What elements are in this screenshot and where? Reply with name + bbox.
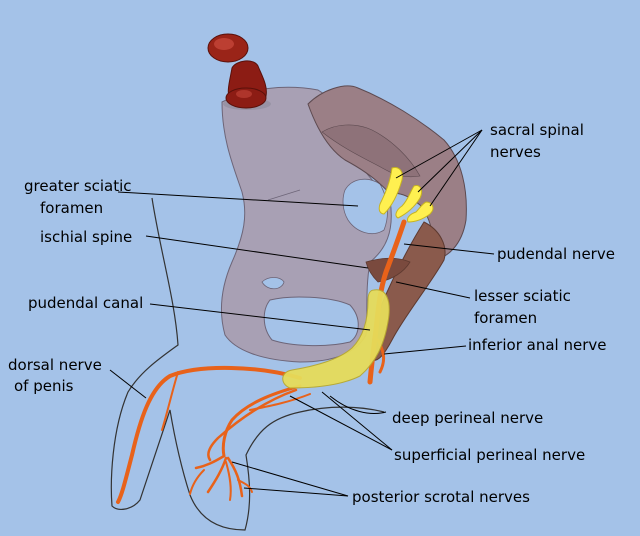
acetabulum-notch xyxy=(261,277,285,290)
scrotal-branch-1 xyxy=(194,454,226,470)
pudendal-canal-sheath xyxy=(282,289,390,389)
body-outline xyxy=(110,197,385,531)
leader-superficial-1 xyxy=(321,391,393,451)
label-dorsal-nerve-of-penis: dorsal nerve of penis xyxy=(8,356,107,395)
leader-lines xyxy=(109,129,495,497)
ischial-spine-line xyxy=(267,189,301,201)
deep-perineal-branch xyxy=(249,393,311,411)
leader-greater-sciatic xyxy=(117,191,359,207)
scrotal-branch-6 xyxy=(237,479,253,493)
pushpin-icon xyxy=(207,33,271,110)
label-inferior-anal-nerve: inferior anal nerve xyxy=(468,336,606,354)
leader-inferior-anal xyxy=(383,345,467,355)
leader-scrotal-1 xyxy=(231,461,349,497)
leader-pudendal-canal xyxy=(149,303,371,331)
label-lesser-sciatic-foramen: lesser sciatic foramen xyxy=(474,287,576,327)
greater-sciatic-foramen-opening xyxy=(342,178,388,234)
leader-deep-perineal xyxy=(329,395,387,414)
sacrum-inner xyxy=(321,124,421,178)
scrotal-branch-3 xyxy=(226,456,244,498)
scrotal-branch-5 xyxy=(189,469,205,495)
label-pudendal-canal: pudendal canal xyxy=(28,294,143,312)
leader-lesser-sciatic xyxy=(395,281,471,299)
labels: sacral spinal nerves greater sciatic for… xyxy=(8,121,615,506)
leader-dorsal-nerve xyxy=(109,369,147,399)
perineal-nerve-branch xyxy=(221,384,302,458)
scrotal-branch-2 xyxy=(206,456,228,494)
label-greater-sciatic-foramen: greater sciatic foramen xyxy=(24,177,136,217)
scrotal-branch-4 xyxy=(225,461,232,501)
leader-superficial-2 xyxy=(289,395,393,451)
leader-sacral-3 xyxy=(429,129,483,207)
label-ischial-spine: ischial spine xyxy=(40,228,132,246)
nerves xyxy=(116,219,407,504)
leader-sacral-1 xyxy=(395,129,483,179)
label-pudendal-nerve: pudendal nerve xyxy=(497,245,615,263)
label-sacral-spinal-nerves: sacral spinal nerves xyxy=(490,121,589,161)
label-posterior-scrotal-nerves: posterior scrotal nerves xyxy=(352,488,530,506)
dorsal-nerve-sub-branch xyxy=(161,371,179,431)
superficial-perineal-branch xyxy=(207,388,298,462)
label-superficial-perineal-nerve: superficial perineal nerve xyxy=(394,446,585,464)
dorsal-nerve-of-penis-branch xyxy=(116,366,302,504)
ligament xyxy=(371,221,446,361)
leader-scrotal-2 xyxy=(243,487,349,497)
leader-ischial-spine xyxy=(145,235,369,269)
label-deep-perineal-nerve: deep perineal nerve xyxy=(392,409,543,427)
leader-pudendal-nerve xyxy=(403,243,495,255)
obturator-foramen xyxy=(263,296,359,347)
leader-sacral-2 xyxy=(417,129,483,193)
sacral-plexus xyxy=(378,167,434,223)
